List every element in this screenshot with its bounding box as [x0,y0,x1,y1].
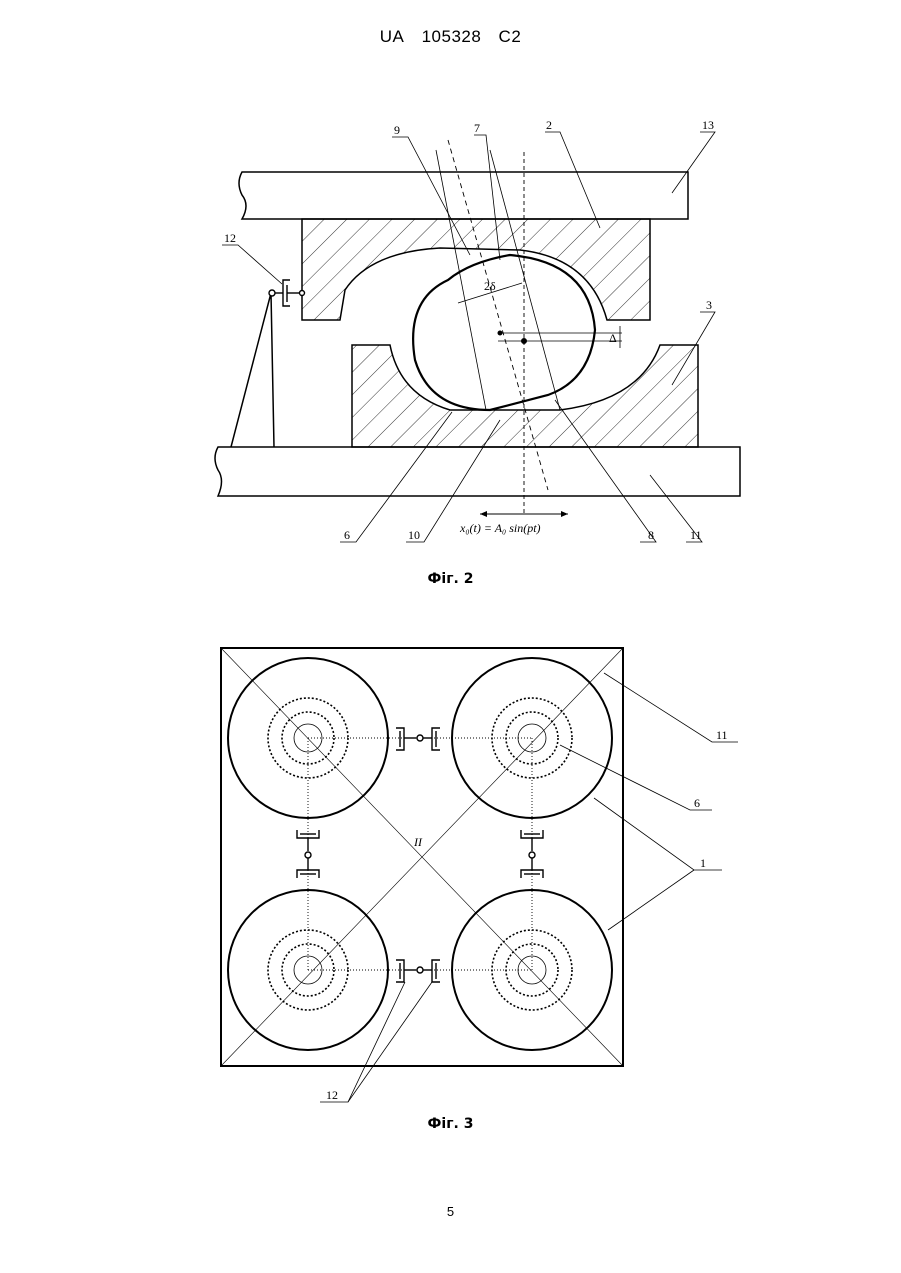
label-10: 10 [408,528,420,542]
figure-2-caption: Фіг. 2 [0,571,901,587]
damper-top [396,728,440,750]
base-plate [215,447,740,496]
figure-3-caption: Фіг. 3 [0,1116,901,1132]
center-point-upper [498,331,502,335]
label-center-fig3: II [413,835,423,849]
leaders-fig3 [320,673,738,1102]
left-support [231,293,274,447]
label-13: 13 [702,118,714,132]
center-links [308,738,532,970]
label-6-fig3: 6 [694,796,700,810]
damper-bottom [396,960,440,982]
label-12: 12 [224,231,236,245]
label-12-fig3: 12 [326,1088,338,1102]
rolling-body [413,255,595,410]
label-11: 11 [690,528,702,542]
label-2: 2 [546,118,552,132]
label-11-fig3: 11 [716,728,728,742]
label-7: 7 [474,121,480,135]
motion-formula: x₀(t) = A₀ sin(pt) [459,521,541,535]
figure-2: 9 7 2 13 12 3 6 10 8 11 2δ Δ x₀(t) = A₀ … [215,118,740,542]
center-point-lower [522,339,527,344]
page-number: 5 [0,1204,901,1219]
damper-connector [269,280,305,306]
label-8: 8 [648,528,654,542]
figure-3: 11 6 1 12 II [221,648,738,1102]
label-delta: Δ [609,331,617,345]
label-9: 9 [394,123,400,137]
label-1-fig3: 1 [700,856,706,870]
label-two-delta: 2δ [484,279,496,293]
label-3: 3 [706,298,712,312]
label-6: 6 [344,528,350,542]
